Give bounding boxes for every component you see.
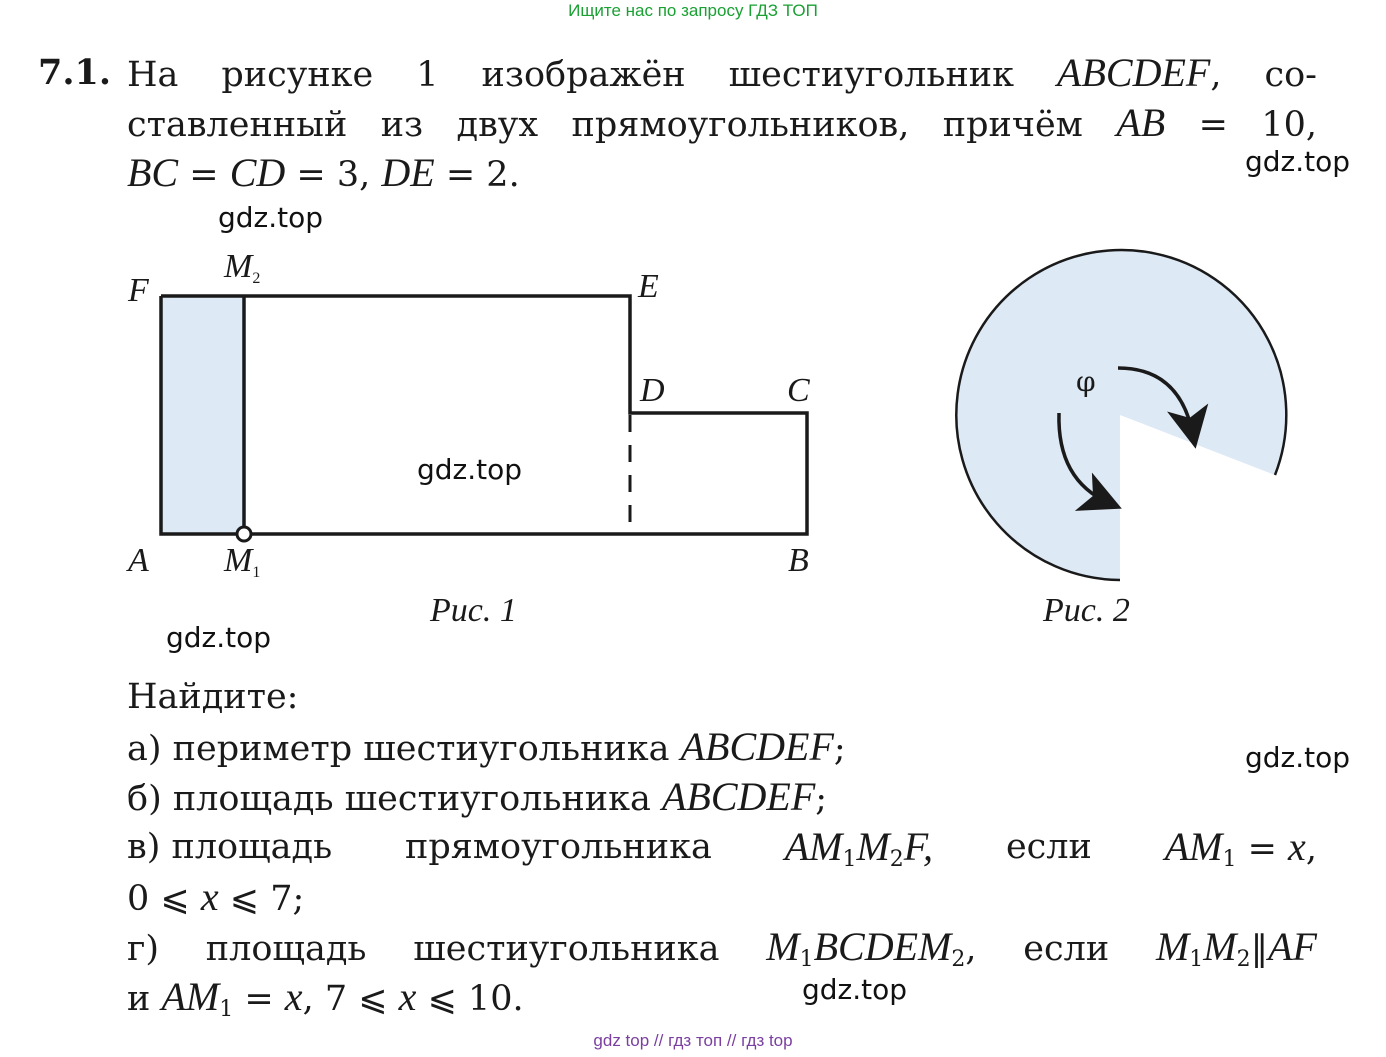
text-fragment: , [1305,829,1317,869]
angle-arrow-lower [1057,412,1122,511]
math-sub: 1 [1222,847,1237,872]
watermark: gdz.top [1245,741,1351,774]
math-fragment: AM [784,824,843,869]
sector-arc [955,248,1288,582]
hexagon-name: ABCDEF [661,774,816,819]
math-fragment: M [1155,924,1190,969]
text-fragment: в) площадь [127,827,333,867]
label-m2-sub: 2 [252,270,261,287]
task-g-line-1: г) площадь шестиугольника M1BCDEM2, если… [127,922,1317,985]
figure-1-hexagon [159,294,809,543]
sector-fill [956,250,1287,580]
text-fragment: , 7 ⩽ [302,979,399,1019]
math-sub: 1 [219,997,234,1022]
label-b: B [788,542,809,579]
text-fragment: прямоугольника [405,827,712,867]
text-fragment: ; [815,779,828,819]
angle-arrow-upper [1117,366,1209,449]
text-fragment: = [178,155,230,195]
hexagon-outline [159,294,809,536]
math-sub: 2 [951,947,966,972]
segment-de: DE [381,150,435,195]
watermark: gdz.top [1245,145,1351,178]
text-fragment: 0 ⩽ [127,879,201,919]
text-fragment: б) площадь шестиугольника [127,779,662,819]
task-v-line-2: 0 ⩽ x ⩽ 7; [127,872,304,924]
math-sub: 1 [799,947,814,972]
math-fragment: M [856,824,890,869]
math-sub: 1 [1189,947,1204,972]
math-sub: 2 [889,847,904,872]
problem-number: 7.1. [38,52,112,93]
text-fragment: = 10, [1165,105,1317,145]
problem-line-2: ставленный из двух прямоугольников, прич… [127,98,1317,150]
watermark: gdz.top [218,201,324,234]
text-fragment: ⩽ 10. [416,979,524,1019]
text-fragment: , со- [1210,55,1317,95]
hexagon-name: ABCDEF [1057,50,1211,95]
math-fragment: M [1203,924,1237,969]
task-b: б) площадь шестиугольника ABCDEF; [127,772,827,824]
label-m1-letter: M [224,542,253,579]
label-f: F [128,272,149,309]
label-e: E [638,268,659,305]
condition: AM1 = x, [1165,822,1317,885]
label-d: D [640,372,665,409]
point-m1 [235,525,253,543]
figure-2-sector [955,248,1288,582]
math-fragment: BCDEM [813,924,952,969]
label-m2: M2 [224,248,260,288]
math-fragment: AF [1268,924,1317,969]
text-fragment: ⩽ 7; [218,879,305,919]
task-v-line-1: в) площадь прямоугольника AM1M2F, если A… [127,822,1317,885]
watermark: gdz.top [802,973,908,1006]
watermark: gdz.top [166,621,272,654]
problem-line-3: BC = CD = 3, DE = 2. [127,148,520,200]
task-a: а) периметр шестиугольника ABCDEF; [127,722,846,774]
rectangle-name: AM1M2F, [785,822,933,885]
math-fragment: AM [161,974,220,1019]
math-fragment: M [766,924,800,969]
parallel-sign: ‖ [1250,929,1269,969]
segment-cd: CD [229,150,286,195]
math-fragment: x [1288,824,1306,869]
text-fragment: г) площадь шестиугольника [127,929,767,969]
problem-line-1: На рисунке 1 изображён шестиугольник ABC… [127,48,1317,100]
math-fragment: x [284,974,303,1019]
segment-bc: BC [127,150,179,195]
text-fragment: ставленный из двух прямоугольников, прич… [127,105,1117,145]
text-fragment: = [233,979,285,1019]
label-m1: M1 [224,542,260,582]
label-m2-letter: M [224,248,253,285]
text-fragment: , если [965,929,1156,969]
figure-1-caption: Рис. 1 [430,592,517,629]
search-banner[interactable]: Ищите нас по запросу ГДЗ ТОП [568,1,818,20]
footer-links[interactable]: gdz top // гдз топ // гдз top [593,1031,793,1050]
label-m1-sub: 1 [252,564,261,581]
text-fragment: а) периметр шестиугольника [127,729,681,769]
segment-ab: AB [1116,100,1166,145]
label-c: C [787,372,810,409]
math-fragment: AM [1164,824,1223,869]
task-g-line-2: и AM1 = x, 7 ⩽ x ⩽ 10. [127,972,524,1035]
task-heading: Найдите: [127,677,299,717]
hexagon-name: ABCDEF [680,724,834,769]
text-fragment: На рисунке 1 изображён шестиугольник [127,55,1058,95]
text-fragment: = [1236,829,1289,869]
text-fragment: = 2. [434,155,520,195]
math-sub: 2 [1236,947,1251,972]
text-fragment: ; [833,729,846,769]
watermark: gdz.top [417,453,523,486]
math-fragment: F, [903,824,934,869]
math-fragment: x [200,874,219,919]
angle-phi-label: φ [1076,365,1096,398]
label-a: A [128,542,149,579]
text-fragment: и [127,979,162,1019]
math-fragment: x [398,974,417,1019]
shaded-rectangle [161,296,244,534]
figure-2-caption: Рис. 2 [1043,592,1130,629]
text-fragment: = 3, [285,155,382,195]
math-sub: 1 [842,847,857,872]
text-fragment: если [1005,827,1092,867]
